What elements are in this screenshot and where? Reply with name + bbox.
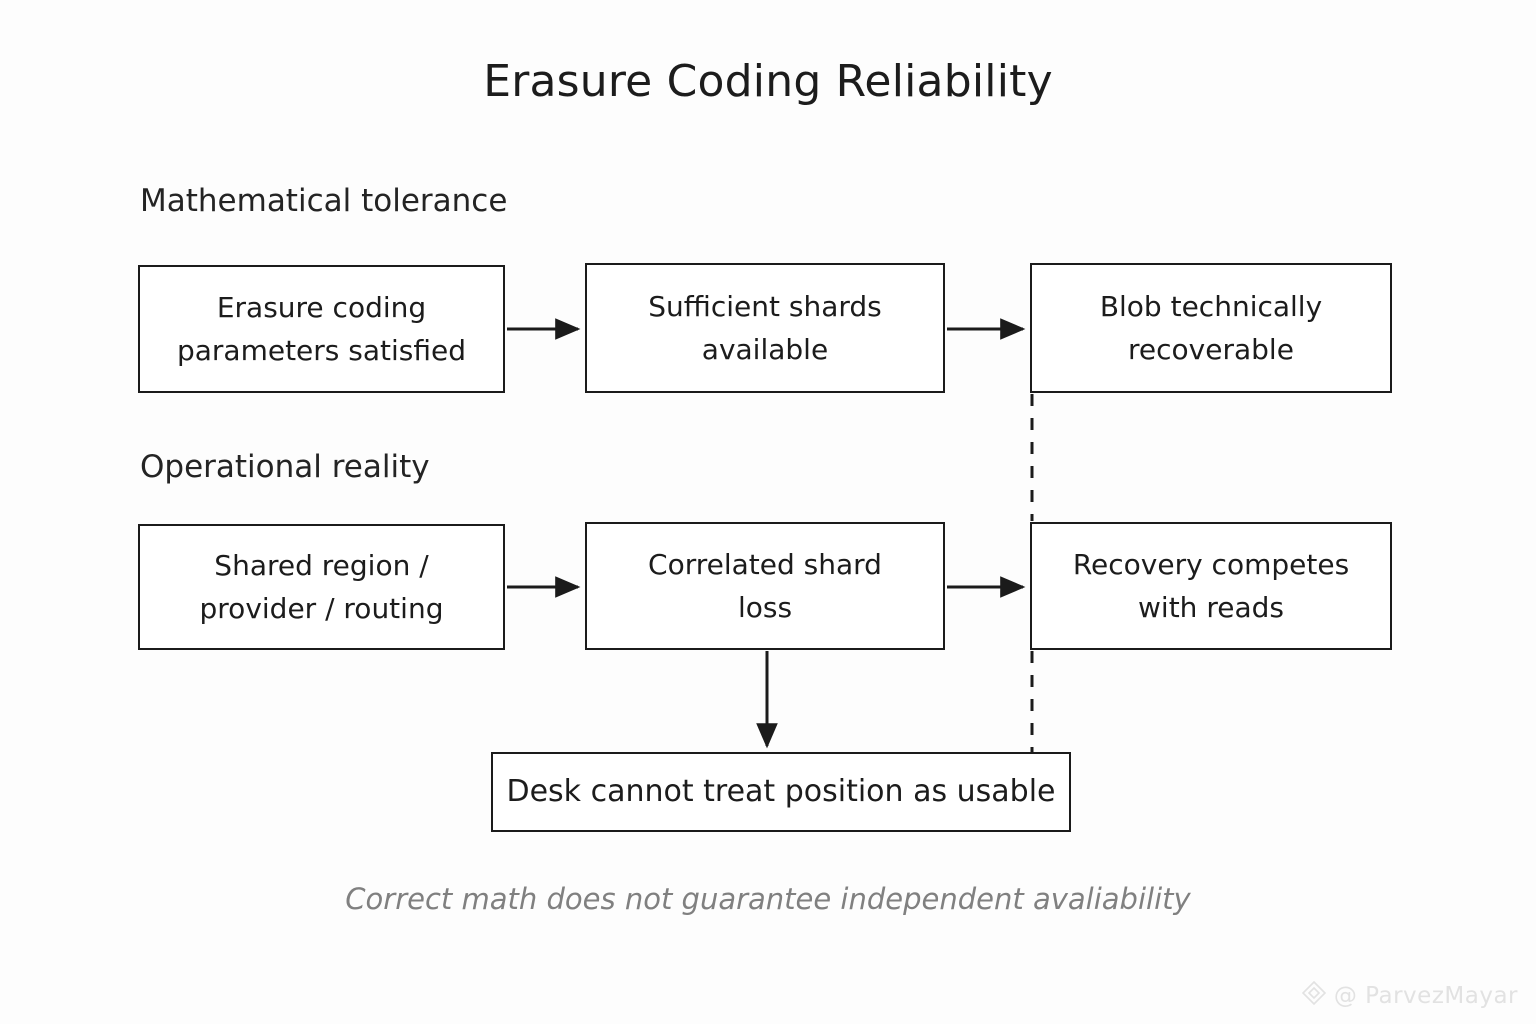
node-label: Shared region / provider / routing xyxy=(199,548,444,625)
section-label-mathematical-tolerance: Mathematical tolerance xyxy=(140,183,508,219)
page-title: Erasure Coding Reliability xyxy=(483,56,1053,107)
node-label: Recovery competes with reads xyxy=(1072,547,1350,624)
node-label: Blob technically recoverable xyxy=(1099,289,1323,366)
node-blob-technically-recoverable[interactable]: Blob technically recoverable xyxy=(1030,263,1392,393)
node-label: Sufficient shards available xyxy=(648,289,882,366)
node-label: Erasure coding parameters satisfied xyxy=(176,290,467,367)
node-sufficient-shards-available[interactable]: Sufficient shards available xyxy=(585,263,945,393)
watermark-handle: @ ParvezMayar xyxy=(1333,983,1518,1009)
watermark: @ ParvezMayar xyxy=(1301,980,1518,1012)
node-erasure-coding-parameters-satisfied[interactable]: Erasure coding parameters satisfied xyxy=(138,265,505,393)
diagram-caption: Correct math does not guarantee independ… xyxy=(345,882,1191,916)
section-label-operational-reality: Operational reality xyxy=(140,449,430,485)
diamond-logo-icon xyxy=(1301,980,1327,1012)
node-desk-cannot-treat-position-as-usable[interactable]: Desk cannot treat position as usable xyxy=(491,752,1071,832)
node-recovery-competes-with-reads[interactable]: Recovery competes with reads xyxy=(1030,522,1392,650)
node-shared-region-provider-routing[interactable]: Shared region / provider / routing xyxy=(138,524,505,650)
node-label: Correlated shard loss xyxy=(648,547,882,624)
node-correlated-shard-loss[interactable]: Correlated shard loss xyxy=(585,522,945,650)
node-label: Desk cannot treat position as usable xyxy=(506,773,1056,809)
